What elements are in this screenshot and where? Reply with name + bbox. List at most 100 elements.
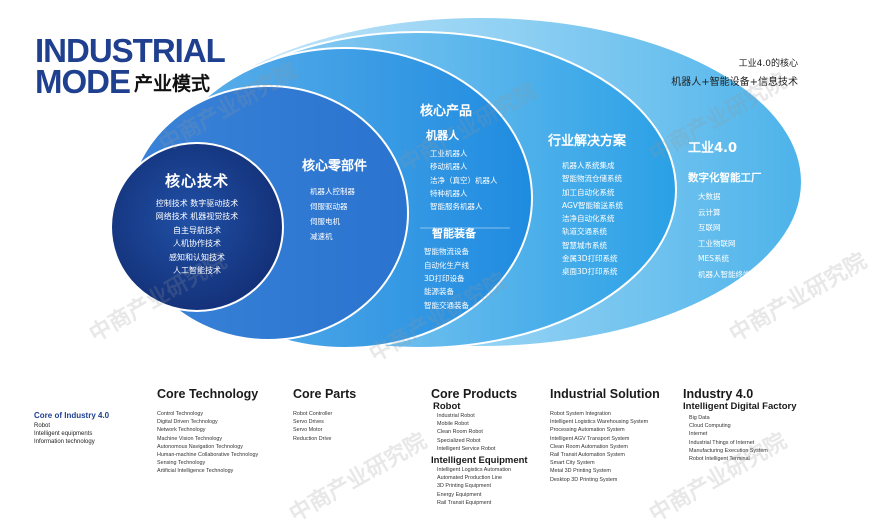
- core-technology-circle: [110, 142, 284, 312]
- list-item: Robot System Integration: [550, 411, 611, 417]
- legend-title: Core of Industry 4.0: [34, 411, 110, 420]
- brand-subtitle: 产业模式: [134, 73, 211, 95]
- core-technology-title: 核心技术: [164, 172, 229, 190]
- list-item: Processing Automation System: [550, 427, 625, 434]
- list-item: 智能物流仓储系统: [562, 174, 622, 184]
- list-item: 伺服驱动器: [310, 202, 348, 211]
- list-item: Digital Driven Technology: [157, 419, 218, 426]
- list-item: 智慧城市系统: [562, 240, 607, 250]
- en-robot-title: Robot: [433, 401, 461, 412]
- en-core-technology-title: Core Technology: [157, 387, 259, 401]
- list-item: Industrial Things of Internet: [689, 439, 755, 446]
- list-item: Servo Drives: [293, 419, 324, 426]
- brand-title-line1: INDUSTRIAL: [35, 32, 226, 69]
- en-industry40-subtitle: Intelligent Digital Factory: [683, 401, 797, 412]
- list-item: Mobile Robot: [437, 421, 469, 428]
- en-core-parts: Core Parts Robot Controller Servo Drives…: [293, 387, 356, 443]
- list-item: 感知和认知技术: [169, 252, 225, 262]
- list-item: 互联网: [698, 223, 721, 232]
- list-item: Energy Equipment: [437, 491, 482, 498]
- list-item: 人工智能技术: [173, 266, 221, 276]
- list-item: Intelligent equipments: [34, 431, 93, 437]
- list-item: Human-machine Collaborative Technology: [157, 452, 259, 459]
- list-item: 轨道交通系统: [562, 227, 607, 237]
- list-item: Information technology: [34, 439, 95, 445]
- list-item: Clean Room Automation System: [550, 443, 628, 450]
- list-item: 加工自动化系统: [562, 187, 615, 197]
- core-parts-title: 核心零部件: [302, 159, 368, 174]
- en-core-products: Core Products Robot Industrial Robot Mob…: [431, 387, 528, 507]
- list-item: Network Technology: [157, 427, 206, 434]
- brand-title-line2: MODE: [35, 63, 131, 100]
- industry40-subtitle: 数字化智能工厂: [688, 172, 762, 184]
- list-item: 机器人系统集成: [562, 161, 615, 170]
- list-item: 机器人智能终端: [698, 269, 751, 279]
- list-item: 3D打印设备: [424, 274, 465, 284]
- caption-line2: 机器人+智能设备+信息技术: [671, 77, 798, 88]
- list-item: Rail Transit Automation System: [550, 452, 625, 459]
- list-item: Clean Room Robot: [437, 429, 483, 436]
- list-item: 自动化生产线: [424, 260, 469, 270]
- list-item: Robot Controller: [293, 411, 333, 417]
- list-item: Big Data: [689, 415, 710, 421]
- list-item: Desktop 3D Printing System: [550, 476, 618, 483]
- list-item: Autonomous Navigation Technology: [157, 443, 243, 450]
- list-item: Robot: [34, 423, 51, 429]
- list-item: 控制技术 数字驱动技术: [155, 199, 239, 208]
- en-industrial-solution-title: Industrial Solution: [550, 387, 660, 401]
- legend-block: Core of Industry 4.0 Robot Intelligent e…: [34, 411, 109, 446]
- list-item: 桌面3D打印系统: [562, 267, 618, 277]
- top-right-caption: 工业4.0的核心 机器人+智能设备+信息技术: [640, 56, 798, 88]
- list-item: 洁净自动化系统: [562, 214, 615, 224]
- list-item: Manufacturing Execution System: [689, 447, 768, 454]
- list-item: MES系统: [698, 254, 729, 263]
- industrial-solution-title: 行业解决方案: [548, 134, 627, 149]
- en-industry40: Industry 4.0 Intelligent Digital Factory…: [683, 387, 797, 463]
- en-industry40-title: Industry 4.0: [683, 387, 754, 401]
- equipment-title: 智能装备: [432, 227, 476, 241]
- list-item: AGV智能输送系统: [562, 200, 623, 210]
- list-item: Reduction Drive: [293, 435, 332, 442]
- list-item: Robot Intelligent Terminal: [689, 456, 750, 463]
- core-technology-block: 核心技术 控制技术 数字驱动技术 网络技术 机器视觉技术 自主导航技术 人机协作…: [126, 170, 268, 277]
- en-equipment-title: Intelligent Equipment: [431, 455, 528, 467]
- core-parts-block: 核心零部件 机器人控制器 伺服驱动器 伺服电机 减速机: [302, 155, 367, 244]
- industry40-title: 工业4.0: [688, 141, 738, 156]
- list-item: Intelligent Logistics Warehousing System: [550, 419, 649, 426]
- caption-line1: 工业4.0的核心: [738, 59, 798, 69]
- list-item: 移动机器人: [430, 162, 468, 172]
- robot-title: 机器人: [426, 129, 459, 142]
- list-item: Machine Vision Technology: [157, 435, 223, 442]
- list-item: Servo Motor: [293, 427, 323, 434]
- list-item: Intelligent AGV Transport System: [550, 435, 630, 442]
- list-item: 自主导航技术: [173, 225, 221, 235]
- list-item: Intelligent Service Robot: [437, 445, 496, 452]
- list-item: Metal 3D Printing System: [550, 468, 611, 475]
- en-core-technology: Core Technology Control Technology Digit…: [157, 387, 258, 476]
- list-item: 金属3D打印系统: [562, 254, 618, 264]
- ring-diagram: [110, 16, 803, 349]
- list-item: Automated Production Line: [437, 475, 503, 482]
- list-item: 特种机器人: [430, 188, 468, 198]
- list-item: Smart City System: [550, 460, 595, 467]
- list-item: 智能物流设备: [424, 247, 469, 257]
- en-industrial-solution: Industrial Solution Robot System Integra…: [550, 387, 660, 484]
- list-item: 智能服务机器人: [430, 202, 483, 212]
- list-item: 大数据: [698, 192, 721, 201]
- list-item: 工业机器人: [430, 149, 468, 158]
- en-core-parts-title: Core Parts: [293, 387, 357, 401]
- list-item: Intelligent Logistics Automation: [437, 467, 512, 474]
- list-item: 3D Printing Equipment: [437, 483, 491, 490]
- core-products-block: 核心产品 机器人 工业机器人 移动机器人 洁净（真空）机器人 特种机器人 智能服…: [420, 100, 498, 312]
- list-item: 机器人控制器: [310, 187, 355, 196]
- list-item: 洁净（真空）机器人: [430, 175, 498, 185]
- list-item: Industrial Robot: [437, 413, 475, 419]
- industrial-solution-block: 行业解决方案 机器人系统集成 智能物流仓储系统 加工自动化系统 AGV智能输送系…: [548, 130, 626, 279]
- list-item: Artificial Intelligence Technology: [157, 468, 234, 475]
- list-item: Sensing Technology: [157, 460, 206, 467]
- list-item: 能源装备: [424, 287, 454, 297]
- list-item: 云计算: [698, 207, 721, 217]
- list-item: Control Technology: [157, 411, 204, 417]
- en-core-products-title: Core Products: [431, 387, 518, 401]
- industry40-block: 工业4.0 数字化智能工厂 大数据 云计算 互联网 工业物联网 MES系统 机器…: [688, 137, 762, 282]
